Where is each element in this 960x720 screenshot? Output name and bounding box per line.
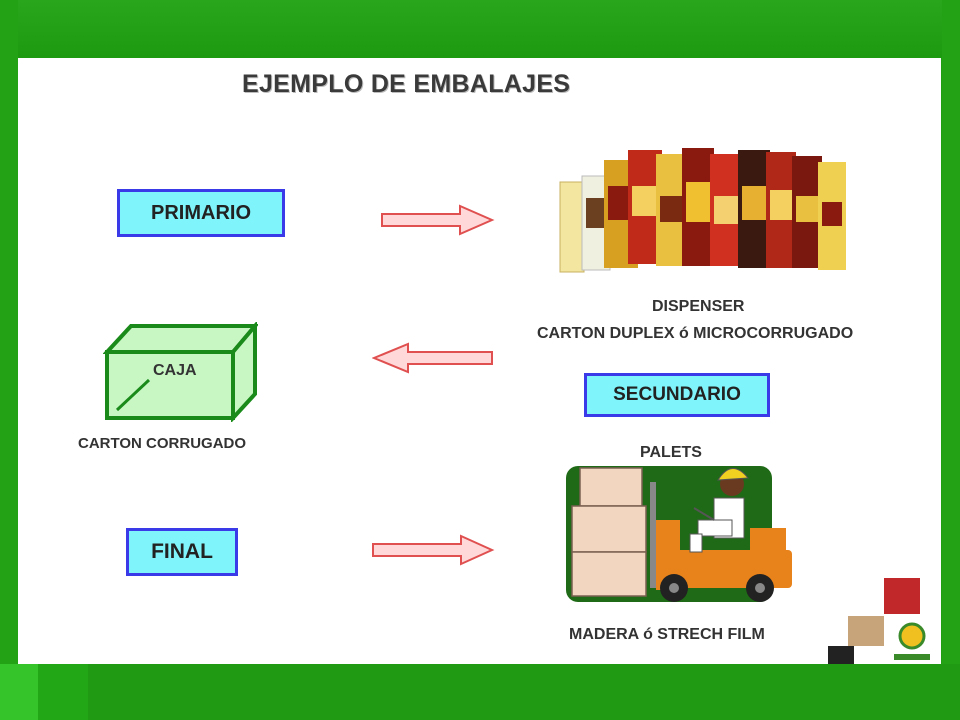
caption-caja: CAJA: [153, 362, 197, 379]
background-left: [0, 0, 18, 720]
slide-title: EJEMPLO DE EMBALAJES: [242, 70, 571, 98]
arrow-right-icon: [381, 204, 495, 236]
caption-caja-material: CARTON CORRUGADO: [78, 435, 247, 452]
arrow-right-icon: [372, 534, 495, 566]
slide: EJEMPLO DE EMBALAJES PRIMARIO SECUNDARIO…: [18, 58, 941, 664]
corner-logo: [828, 578, 930, 664]
label-secundario: SECUNDARIO: [584, 373, 770, 417]
label-final: FINAL: [126, 528, 238, 576]
background-corner-square-2: [38, 664, 88, 720]
background-right: [942, 0, 960, 720]
background-corner-square: [0, 664, 38, 720]
product-boxes-illustration: [559, 148, 846, 273]
caption-palets-material: MADERA ó STRECH FILM: [569, 626, 765, 643]
label-primario: PRIMARIO: [117, 189, 285, 237]
background-bottom: [0, 664, 960, 720]
forklift-worker-clipart: [566, 466, 792, 602]
arrow-left-icon: [372, 342, 493, 374]
caption-dispenser: DISPENSER: [652, 298, 745, 315]
caption-palets: PALETS: [640, 444, 702, 461]
box-3d-icon: [103, 322, 258, 422]
background-top: [0, 0, 960, 58]
caption-dispenser-material: CARTON DUPLEX ó MICROCORRUGADO: [537, 325, 854, 342]
